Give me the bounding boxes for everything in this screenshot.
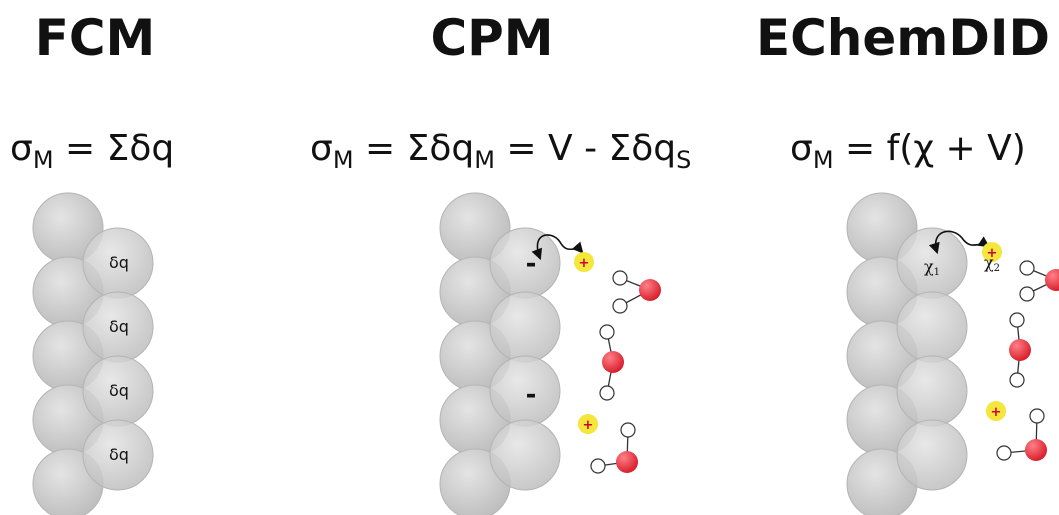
hydrogen-atom xyxy=(1009,312,1025,328)
surface-atom xyxy=(896,419,968,491)
water-molecule xyxy=(1009,312,1031,388)
panel-title-echemdid: EChemDID xyxy=(756,9,1050,67)
oxygen-atom xyxy=(1025,439,1047,461)
charge-label-dq: δq xyxy=(109,381,129,400)
equation-cpm-mid-sub: M xyxy=(474,146,495,174)
cation-ion-body xyxy=(578,414,598,434)
panel-title-fcm: FCM xyxy=(35,9,156,67)
equation-cpm-rhs-sub: S xyxy=(676,146,691,174)
hydrogen-atom xyxy=(599,385,615,401)
hydrogen-atom xyxy=(996,445,1012,461)
surface-atom xyxy=(489,291,561,363)
water-molecule xyxy=(590,422,638,474)
hydrogen-atom xyxy=(620,422,636,438)
ion-charge-symbol: + xyxy=(579,256,590,271)
negative-charge-label: - xyxy=(526,380,537,410)
equation-cpm-lhs: σ xyxy=(310,128,333,169)
oxygen-atom xyxy=(1009,339,1031,361)
hydrogen-atom xyxy=(612,298,628,314)
equation-echemdid: σM = f(χ + V) xyxy=(790,128,1026,174)
cation-ion: + xyxy=(574,252,594,272)
hydrogen-atom xyxy=(599,324,615,340)
panel-echemdid: EChemDID σM = f(χ + V) χ1 + χ2 xyxy=(756,9,1059,515)
hydrogen-atom xyxy=(1009,372,1025,388)
panel-title-cpm: CPM xyxy=(430,9,553,67)
water-molecule xyxy=(612,270,661,314)
equation-fcm: σM = Σδq xyxy=(10,128,174,174)
charge-label-dq: δq xyxy=(109,317,129,336)
hydrogen-atom xyxy=(1019,260,1035,276)
equation-echemdid-rhs: = f(χ + V) xyxy=(834,128,1026,169)
electrode-fcm: δq δq δq δq xyxy=(32,192,154,515)
cation-ion-body xyxy=(574,252,594,272)
surface-atom xyxy=(896,291,968,363)
equation-fcm-lhs-sub: M xyxy=(33,146,54,174)
oxygen-atom xyxy=(602,351,624,373)
equation-fcm-lhs: σ xyxy=(10,128,33,169)
charge-label-dq: δq xyxy=(109,445,129,464)
hydrogen-atom xyxy=(612,270,628,286)
oxygen-atom xyxy=(616,451,638,473)
cation-ion: + xyxy=(982,242,1002,262)
water-molecule xyxy=(1019,260,1059,302)
negative-charge-label: - xyxy=(526,249,537,279)
charge-transfer-arrow xyxy=(531,234,584,261)
equation-fcm-rhs: = Σδq xyxy=(54,128,175,169)
oxygen-atom xyxy=(639,279,661,301)
cation-ion-body xyxy=(982,242,1002,262)
equation-cpm: σM = ΣδqM = V - ΣδqS xyxy=(310,128,691,174)
surface-atom xyxy=(82,419,154,491)
cation-ion-body xyxy=(986,401,1006,421)
surface-atom xyxy=(489,419,561,491)
electrode-cpm: - - xyxy=(439,192,561,515)
ion-charge-symbol: + xyxy=(987,246,998,261)
surface-atom xyxy=(896,355,968,427)
charge-label-dq: δq xyxy=(109,253,129,272)
equation-echemdid-lhs: σ xyxy=(790,128,813,169)
hydrogen-atom xyxy=(1029,408,1045,424)
ion-charge-symbol: + xyxy=(991,405,1002,420)
oxygen-atom xyxy=(1045,269,1059,291)
electrode-echemdid: χ1 xyxy=(846,192,968,515)
panel-cpm: CPM σM = ΣδqM = V - ΣδqS - - + + xyxy=(310,9,691,515)
equation-cpm-lhs-sub: M xyxy=(333,146,354,174)
hydrogen-atom xyxy=(590,458,606,474)
cation-ion: + xyxy=(986,401,1006,421)
electronegativity-label-chi1: χ1 xyxy=(924,257,940,278)
electronegativity-label-chi2: χ2 xyxy=(984,253,1000,274)
hydrogen-atom xyxy=(1019,286,1035,302)
equation-echemdid-lhs-sub: M xyxy=(813,146,834,174)
equation-cpm-mid: = Σδq xyxy=(354,128,475,169)
panel-fcm: FCM σM = Σδq δq δq δq δq xyxy=(10,9,174,515)
charge-transfer-arrow xyxy=(928,230,990,255)
ion-charge-symbol: + xyxy=(583,418,594,433)
water-molecule xyxy=(599,324,624,401)
water-molecule xyxy=(996,408,1047,461)
cation-ion: + xyxy=(578,414,598,434)
equation-cpm-rhs: = V - Σδq xyxy=(495,128,676,169)
